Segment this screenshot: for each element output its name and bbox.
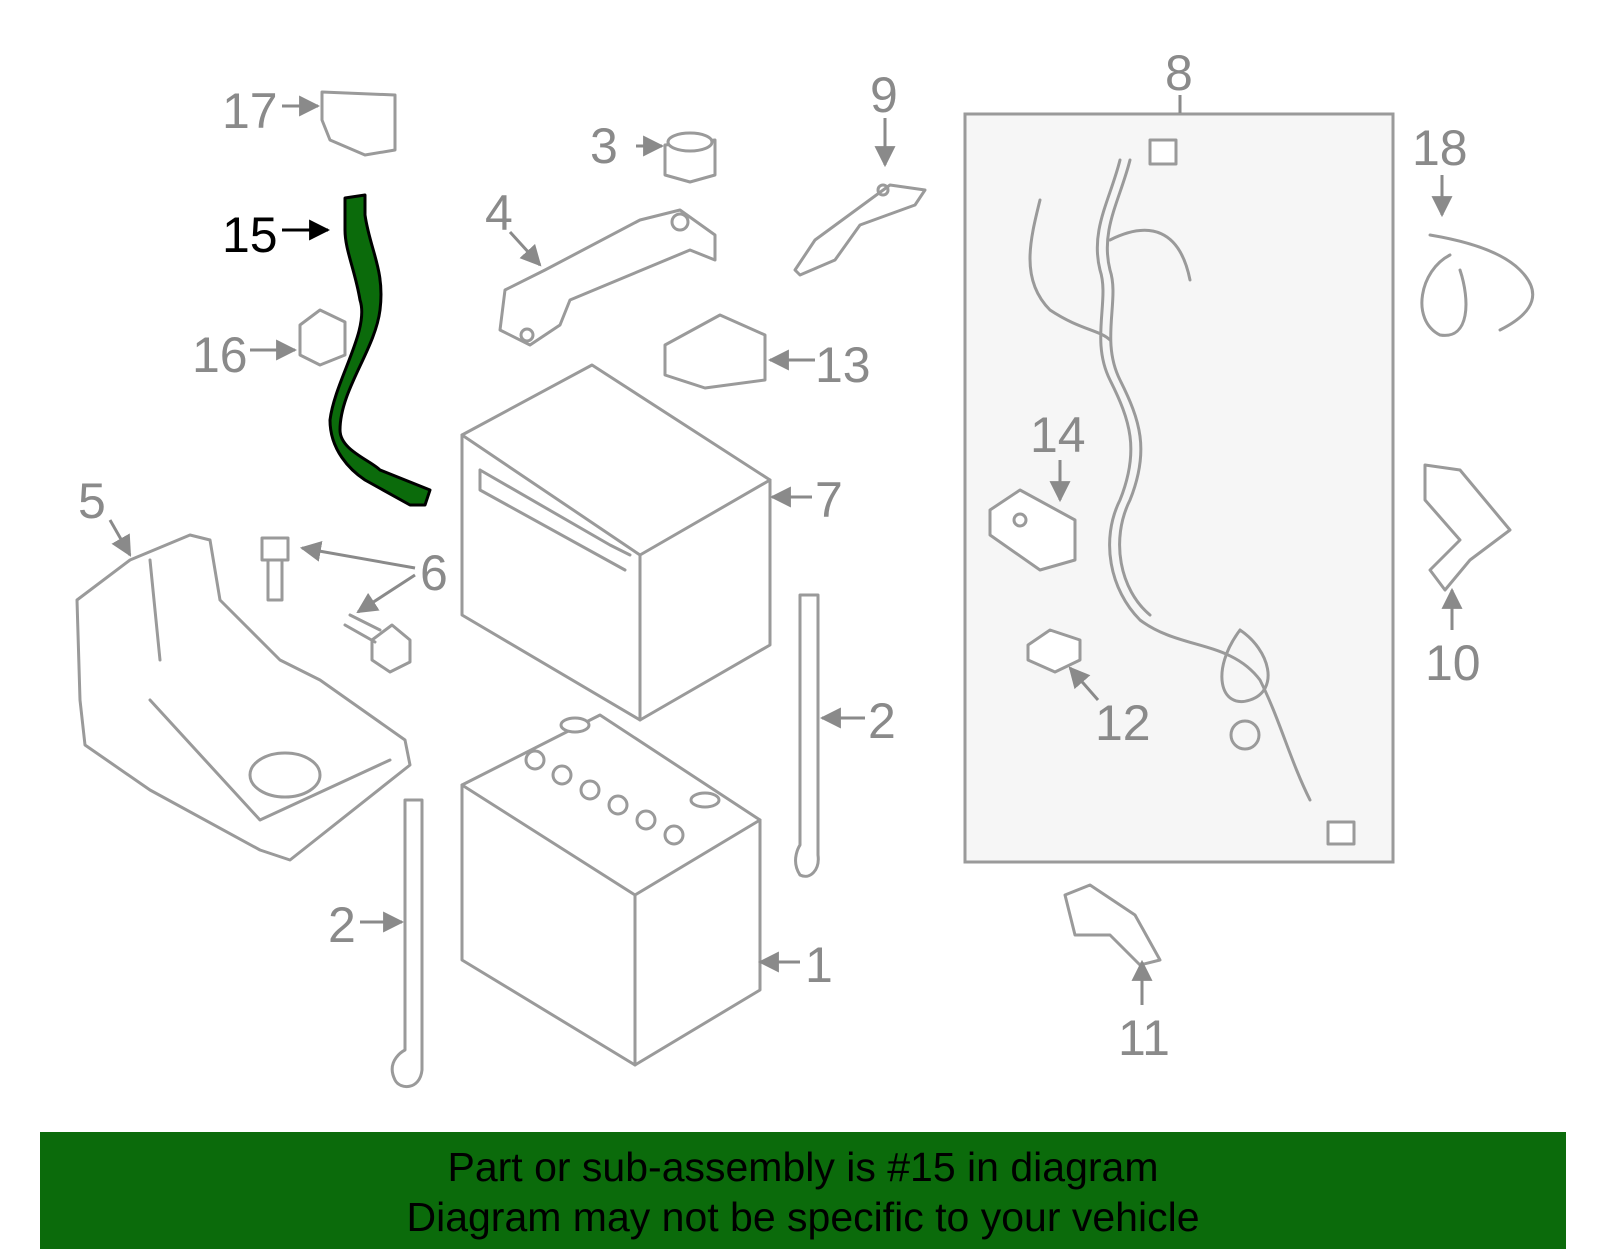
callout-12: 12 xyxy=(1095,695,1151,751)
arrow-6b xyxy=(356,573,416,614)
callout-16: 16 xyxy=(192,327,248,383)
callout-1: 1 xyxy=(805,937,833,993)
callout-5: 5 xyxy=(78,473,106,529)
negative-cable-part-15 xyxy=(328,193,432,507)
part-11 xyxy=(1063,883,1162,967)
part-18 xyxy=(1420,233,1535,337)
part-4 xyxy=(498,208,717,347)
callout-2-right: 2 xyxy=(868,693,896,749)
part-12 xyxy=(1026,628,1082,674)
hold-down-rod-part-2 xyxy=(390,593,820,1089)
callout-14: 14 xyxy=(1030,407,1086,463)
arrow-12 xyxy=(1068,666,1100,701)
part-16 xyxy=(298,308,347,367)
arrow-5 xyxy=(108,519,132,557)
callout-13: 13 xyxy=(815,337,871,393)
wiring-harness-part-8 xyxy=(963,112,1395,864)
callout-7: 7 xyxy=(815,472,843,528)
callout-11: 11 xyxy=(1118,1010,1170,1066)
part-13 xyxy=(663,313,767,390)
battery-tray-part-5 xyxy=(75,533,412,862)
callout-17: 17 xyxy=(222,83,278,139)
callout-8: 8 xyxy=(1165,45,1193,101)
part-14 xyxy=(988,488,1077,572)
highlight-banner: Part or sub-assembly is #15 in diagram D… xyxy=(40,1132,1566,1249)
callout-10: 10 xyxy=(1425,635,1481,691)
callout-15: 15 xyxy=(222,207,278,263)
callout-18: 18 xyxy=(1412,120,1468,176)
part-3-nut xyxy=(663,131,717,184)
part-10 xyxy=(1423,463,1512,592)
callout-3: 3 xyxy=(590,118,618,174)
parts-diagram: 17 15 16 3 4 13 9 8 18 14 12 10 11 7 5 6… xyxy=(75,45,1535,1089)
banner-line-1: Part or sub-assembly is #15 in diagram xyxy=(447,1144,1159,1190)
battery-cover-part-7 xyxy=(460,363,772,722)
callout-2-left: 2 xyxy=(328,897,356,953)
part-17 xyxy=(320,90,397,157)
callout-6: 6 xyxy=(420,545,448,601)
bolt-part-6 xyxy=(260,536,412,674)
banner-line-2: Diagram may not be specific to your vehi… xyxy=(406,1194,1200,1240)
part-9 xyxy=(793,183,927,277)
battery-part-1 xyxy=(460,713,762,1067)
arrow-6a xyxy=(299,540,416,570)
callout-9: 9 xyxy=(870,67,898,123)
callout-4: 4 xyxy=(485,185,513,241)
arrow-4 xyxy=(508,230,542,267)
